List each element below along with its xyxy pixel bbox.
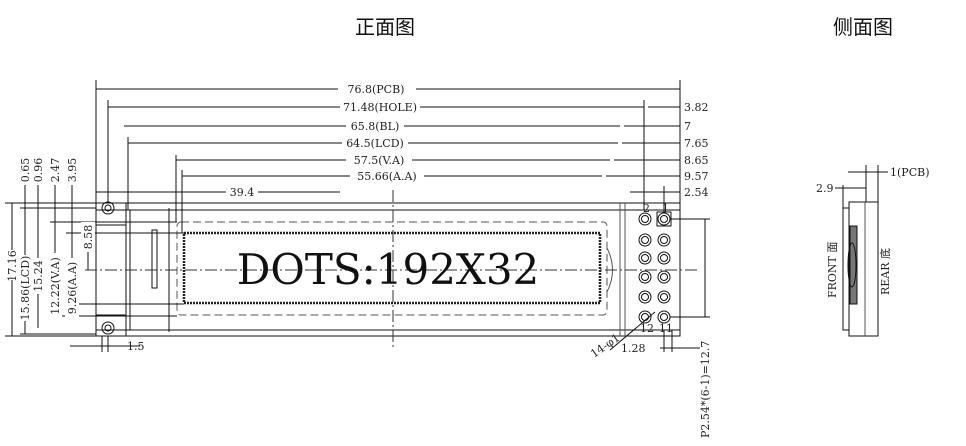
dim-va-height: 12.22(V.A) bbox=[49, 257, 62, 315]
dim-right-2: 7.65 bbox=[684, 137, 709, 150]
pin-pad bbox=[641, 236, 649, 244]
pin-header bbox=[638, 212, 671, 324]
dim-pcb-width: 76.8(PCB) bbox=[348, 83, 405, 96]
dim-top-offset-0: 0.65 bbox=[19, 158, 32, 183]
dim-top-offset-3: 3.95 bbox=[66, 158, 79, 183]
pin-pad bbox=[657, 270, 671, 284]
pin-label-1: 1 bbox=[662, 202, 669, 215]
pin-pad bbox=[638, 290, 652, 304]
pin-dimensions bbox=[609, 218, 710, 352]
side-rear-label: REAR 底 bbox=[878, 248, 892, 295]
pin-pad bbox=[660, 273, 668, 281]
pin-label-11: 11 bbox=[659, 322, 673, 335]
pin-pad bbox=[660, 236, 668, 244]
pin-pad bbox=[660, 254, 668, 262]
dim-lcd-height: 15.86(LCD) bbox=[19, 256, 32, 321]
pin-pad bbox=[660, 215, 668, 223]
dim-hole-height: 15.24 bbox=[32, 260, 45, 292]
pin-pad bbox=[638, 251, 652, 265]
pin-pad bbox=[641, 273, 649, 281]
pin-pad bbox=[638, 233, 652, 247]
pin-pad bbox=[657, 233, 671, 247]
mounting-hole-top bbox=[101, 201, 115, 215]
dim-top-offset-1: 0.96 bbox=[32, 158, 45, 183]
side-view bbox=[835, 165, 888, 337]
side-front-label: FRONT 面 bbox=[826, 242, 839, 298]
dots-resolution-label: DOTS:192X32 bbox=[237, 245, 540, 294]
active-area bbox=[182, 231, 602, 305]
pin-pad bbox=[660, 313, 668, 321]
side-dim-pcb: 1(PCB) bbox=[890, 166, 929, 179]
pin-pad bbox=[638, 212, 652, 226]
pin-pad bbox=[638, 310, 652, 324]
dim-right-5: 2.54 bbox=[684, 186, 709, 199]
mounting-hole-bottom bbox=[101, 321, 115, 335]
pin-pad bbox=[641, 215, 649, 223]
side-view-title: 侧面图 bbox=[833, 15, 893, 39]
dim-center-x: 39.4 bbox=[230, 186, 255, 199]
pin-pad bbox=[660, 293, 668, 301]
dim-right-3: 8.65 bbox=[684, 154, 709, 167]
pin-pad bbox=[657, 290, 671, 304]
dim-hole-offset: 1.5 bbox=[127, 340, 145, 353]
left-dimensions bbox=[5, 185, 184, 352]
dim-pcb-height: 17.16 bbox=[6, 250, 19, 282]
pin-pad bbox=[638, 270, 652, 284]
front-view-title: 正面图 bbox=[355, 15, 415, 39]
dim-bl-width: 65.8(BL) bbox=[351, 120, 399, 133]
pin-pad bbox=[641, 313, 649, 321]
pin-label-12: 12 bbox=[640, 322, 654, 335]
dim-aa-height: 9.26(A.A) bbox=[66, 262, 79, 314]
pin-pad bbox=[657, 251, 671, 265]
dim-right-0: 3.82 bbox=[684, 101, 709, 114]
pcb-outline bbox=[95, 202, 681, 337]
dim-hole-width: 71.48(HOLE) bbox=[343, 101, 417, 114]
dim-pin-pitch: P2.54*(6-1)=12.7 bbox=[699, 341, 712, 438]
pin-pad bbox=[641, 254, 649, 262]
dim-va-width: 57.5(V.A) bbox=[354, 154, 405, 167]
dim-center-y: 8.58 bbox=[82, 225, 95, 250]
side-dim-thickness: 2.9 bbox=[816, 182, 834, 195]
dim-right-1: 7 bbox=[684, 120, 691, 133]
dim-top-offset-2: 2.47 bbox=[49, 158, 62, 183]
dim-lcd-width: 64.5(LCD) bbox=[346, 137, 404, 150]
dim-pin-offset: 1.28 bbox=[621, 342, 646, 355]
viewing-area bbox=[176, 221, 608, 316]
pin-label-2: 2 bbox=[643, 202, 650, 215]
dim-right-4: 9.57 bbox=[684, 170, 709, 183]
dim-aa-width: 55.66(A.A) bbox=[357, 170, 416, 183]
pin-pad bbox=[641, 293, 649, 301]
